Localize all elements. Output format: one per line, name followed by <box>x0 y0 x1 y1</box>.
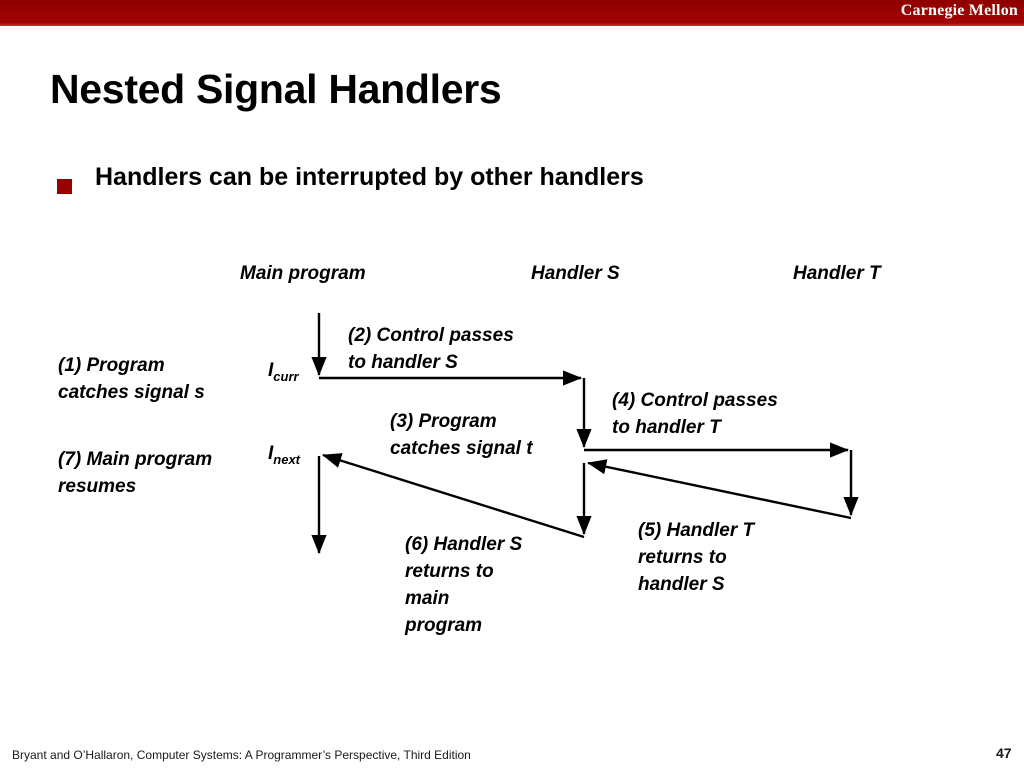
step-note-5: (5) Handler T returns to handler S <box>638 520 755 595</box>
column-header-handler-s: Handler S <box>531 263 620 284</box>
arrow-5-handler-t-returns-to-s <box>587 459 852 520</box>
brand-bar: Carnegie Mellon <box>0 0 1024 26</box>
brand-name: Carnegie Mellon <box>900 2 1018 19</box>
square-bullet-icon <box>57 179 72 194</box>
step-note-3: (3) Program catches signal t <box>390 411 533 459</box>
label-i-curr-sub: curr <box>273 368 299 384</box>
label-i-curr-base: I <box>268 360 274 381</box>
bullet-item: Handlers can be interrupted by other han… <box>57 163 644 194</box>
label-i-next-base: I <box>268 443 274 464</box>
label-i-next-sub: next <box>273 451 301 467</box>
page-title: Nested Signal Handlers <box>50 66 502 112</box>
footer-page-number: 47 <box>996 745 1012 761</box>
bullet-item-label: Handlers can be interrupted by other han… <box>95 163 644 191</box>
footer-citation: Bryant and O’Hallaron, Computer Systems:… <box>12 748 471 762</box>
step-note-6: (6) Handler S returns to main program <box>405 534 523 636</box>
column-header-main-program: Main program <box>240 263 366 284</box>
label-i-curr: Icurr <box>268 360 299 384</box>
label-i-next: Inext <box>268 443 300 467</box>
step-note-4: (4) Control passes to handler T <box>612 390 778 438</box>
step-note-7: (7) Main program resumes <box>58 449 213 497</box>
step-note-2: (2) Control passes to handler S <box>348 325 514 373</box>
column-header-handler-t: Handler T <box>793 263 881 284</box>
arrow-6-handler-s-returns-to-main <box>322 453 585 539</box>
step-note-1: (1) Program catches signal s <box>58 355 205 403</box>
